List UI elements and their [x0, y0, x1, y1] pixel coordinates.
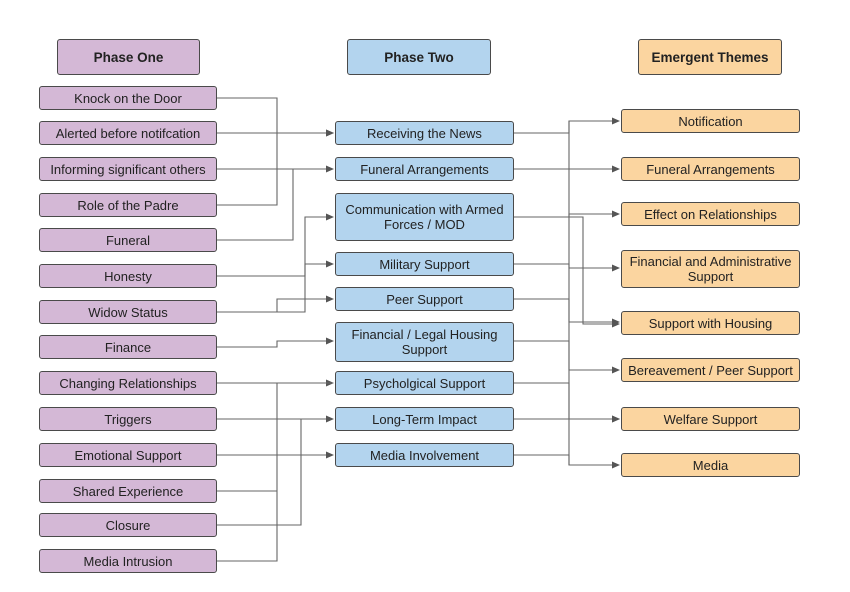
theme-node-notification: Notification	[621, 109, 800, 133]
phase-one-node-triggers: Triggers	[39, 407, 217, 431]
connector	[514, 263, 620, 272]
phase-one-node-role-of-the-padre: Role of the Padre	[39, 193, 217, 217]
phase-one-node-shared-experience: Shared Experience	[39, 479, 217, 503]
phase-two-node-peer-support: Peer Support	[335, 287, 514, 311]
phase-one-node-informing-significant-others: Informing significant others	[39, 157, 217, 181]
phase-two-node-media-involvement: Media Involvement	[335, 443, 514, 467]
phase-one-node-funeral: Funeral	[39, 228, 217, 252]
connector	[514, 216, 620, 328]
emergent-themes-header: Emergent Themes	[638, 39, 782, 75]
connector	[217, 97, 334, 137]
phase-one-header: Phase One	[57, 39, 200, 75]
connector	[217, 419, 302, 526]
phase-two-node-communication-armed-forces: Communication with Armed Forces / MOD	[335, 193, 514, 241]
connector	[217, 382, 333, 562]
theme-node-funeral-arrangements: Funeral Arrangements	[621, 157, 800, 181]
phase-one-node-honesty: Honesty	[39, 264, 217, 288]
theme-node-welfare-support: Welfare Support	[621, 407, 800, 431]
theme-node-effect-on-relationships: Effect on Relationships	[621, 202, 800, 226]
connector	[217, 295, 334, 313]
connector	[514, 298, 620, 326]
phase-one-node-media-intrusion: Media Intrusion	[39, 549, 217, 573]
phase-two-node-financial-legal-housing: Financial / Legal Housing Support	[335, 322, 514, 362]
phase-one-node-alerted-before-notification: Alerted before notifcation	[39, 121, 217, 145]
phase-one-node-closure: Closure	[39, 513, 217, 537]
phase-one-node-changing-relationships: Changing Relationships	[39, 371, 217, 395]
phase-one-node-knock-on-the-door: Knock on the Door	[39, 86, 217, 110]
connector	[217, 337, 334, 348]
connector	[217, 133, 278, 206]
connector	[217, 213, 334, 277]
phase-two-node-funeral-arrangements: Funeral Arrangements	[335, 157, 514, 181]
theme-node-financial-administrative-support: Financial and Administrative Support	[621, 250, 800, 288]
connector	[514, 117, 620, 134]
theme-node-media: Media	[621, 453, 800, 477]
connector	[217, 260, 334, 313]
phase-two-header: Phase Two	[347, 39, 491, 75]
connector	[217, 169, 294, 241]
theme-node-support-with-housing: Support with Housing	[621, 311, 800, 335]
connector	[514, 382, 620, 423]
connector	[514, 454, 620, 469]
phase-one-node-emotional-support: Emotional Support	[39, 443, 217, 467]
theme-node-bereavement-peer-support: Bereavement / Peer Support	[621, 358, 800, 382]
phase-two-node-long-term-impact: Long-Term Impact	[335, 407, 514, 431]
phase-two-node-receiving-the-news: Receiving the News	[335, 121, 514, 145]
phase-two-node-psychological-support: Psycholgical Support	[335, 371, 514, 395]
phase-two-node-military-support: Military Support	[335, 252, 514, 276]
connector	[514, 340, 620, 374]
phase-one-node-widow-status: Widow Status	[39, 300, 217, 324]
phase-one-node-finance: Finance	[39, 335, 217, 359]
